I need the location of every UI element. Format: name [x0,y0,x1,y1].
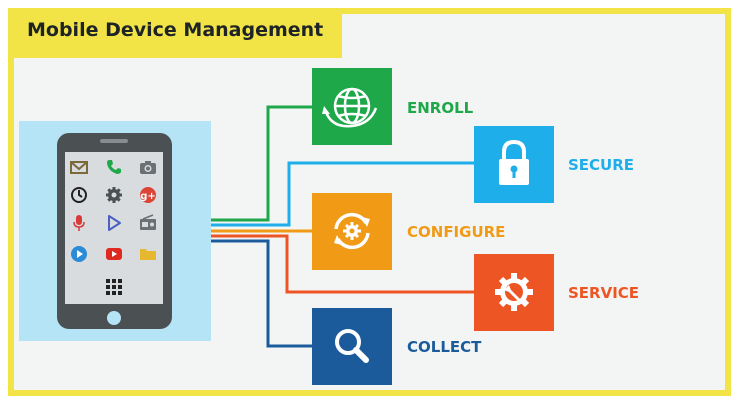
clock-app-icon [71,187,87,203]
microphone-app-icon [73,215,85,231]
padlock-icon [499,139,529,185]
youtube-app-icon [106,248,122,260]
collect-label: COLLECT [407,338,482,356]
magnifier-icon [335,329,369,363]
title-tab [8,8,342,58]
diagram-title: Mobile Device Management [27,19,324,41]
enroll-connector [211,105,312,222]
phone-home-button [107,311,121,325]
secure-connector [211,161,474,227]
service-connector [211,234,474,294]
mail-app-icon [70,161,88,174]
gear-wrench-icon [495,273,533,311]
secure-label: SECURE [568,156,635,174]
camera-app-icon [140,161,156,174]
play-store-app-icon [108,215,121,231]
enroll-tile [312,68,392,145]
service-label: SERVICE [568,284,640,302]
service-tile [474,254,554,331]
settings-app-icon [106,187,122,203]
enroll-label: ENROLL [407,99,474,117]
svg-text:g+: g+ [140,191,156,202]
media-player-app-icon [71,246,87,262]
app-grid-icon [106,279,122,295]
collect-connector [211,239,312,348]
configure-label: CONFIGURE [407,223,506,241]
configure-cycle-icon [334,212,370,250]
secure-tile [474,126,554,203]
collect-tile [312,308,392,385]
phone-app-icon [107,160,121,174]
globe-icon [322,87,378,128]
phone-speaker [100,139,128,143]
configure-tile [312,193,392,270]
google-plus-app-icon: g+ [140,187,156,203]
radio-app-icon [140,214,156,230]
folder-app-icon [140,249,156,260]
